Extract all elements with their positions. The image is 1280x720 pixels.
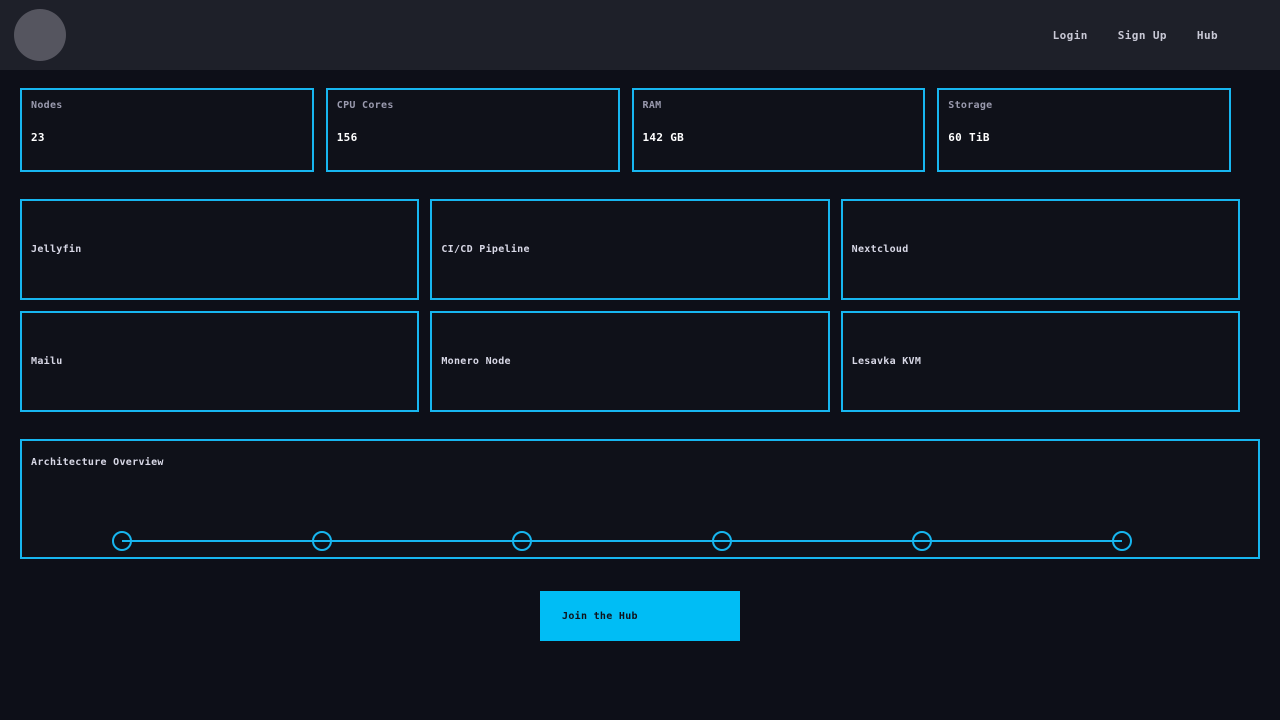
stats-row: Nodes 23 CPU Cores 156 RAM 142 GB Storag… (0, 71, 1280, 172)
stat-value: 23 (31, 131, 45, 144)
service-card[interactable]: Lesavka KVM (840, 311, 1240, 412)
services-grid: Jellyfin CI/CD Pipeline Nextcloud Mailu … (0, 172, 1280, 412)
architecture-node-circle[interactable] (112, 531, 132, 551)
stat-value: 142 GB (642, 131, 685, 144)
service-name: Nextcloud (851, 244, 909, 255)
stat-value: 60 TiB (948, 131, 990, 144)
stat-card-nodes: Nodes 23 (20, 88, 314, 172)
architecture-title: Architecture Overview (31, 457, 164, 468)
stat-card-storage: Storage 60 TiB (937, 88, 1231, 172)
stat-label: Storage (948, 100, 993, 111)
site-header: Login Sign Up Hub (0, 0, 1280, 71)
main-nav: Login Sign Up Hub (1053, 29, 1260, 42)
service-name: Monero Node (441, 356, 511, 367)
join-hub-button[interactable]: Join the Hub (540, 591, 740, 641)
architecture-node-circle[interactable] (312, 531, 332, 551)
service-name: Jellyfin (31, 244, 82, 255)
service-card[interactable]: Jellyfin (20, 199, 420, 300)
architecture-node-circle[interactable] (1112, 531, 1132, 551)
nav-link-hub[interactable]: Hub (1196, 28, 1218, 42)
stat-label: CPU Cores (336, 100, 394, 111)
stat-card-cpu-cores: CPU Cores 156 (325, 88, 620, 172)
architecture-node-diagram (112, 531, 1132, 551)
stat-value: 156 (336, 131, 358, 144)
service-card[interactable]: Mailu (20, 311, 420, 412)
architecture-node-circle[interactable] (512, 531, 532, 551)
cta-row: Join the Hub (0, 559, 1280, 641)
service-card[interactable]: Monero Node (430, 311, 830, 412)
stat-card-ram: RAM 142 GB (631, 88, 926, 172)
service-card[interactable]: Nextcloud (840, 199, 1240, 300)
join-hub-label: Join the Hub (562, 610, 638, 622)
service-card[interactable]: CI/CD Pipeline (430, 199, 830, 300)
architecture-panel: Architecture Overview (20, 439, 1260, 559)
user-avatar-circle-icon[interactable] (14, 9, 66, 61)
service-name: Lesavka KVM (851, 356, 922, 367)
service-name: CI/CD Pipeline (441, 244, 530, 255)
architecture-node-circle[interactable] (912, 531, 932, 551)
stat-label: RAM (642, 100, 662, 111)
service-name: Mailu (31, 356, 63, 367)
nav-link-login[interactable]: Login (1052, 28, 1088, 42)
architecture-node-circle[interactable] (712, 531, 732, 551)
nav-link-sign-up[interactable]: Sign Up (1117, 28, 1167, 42)
stat-label: Nodes (31, 100, 63, 111)
